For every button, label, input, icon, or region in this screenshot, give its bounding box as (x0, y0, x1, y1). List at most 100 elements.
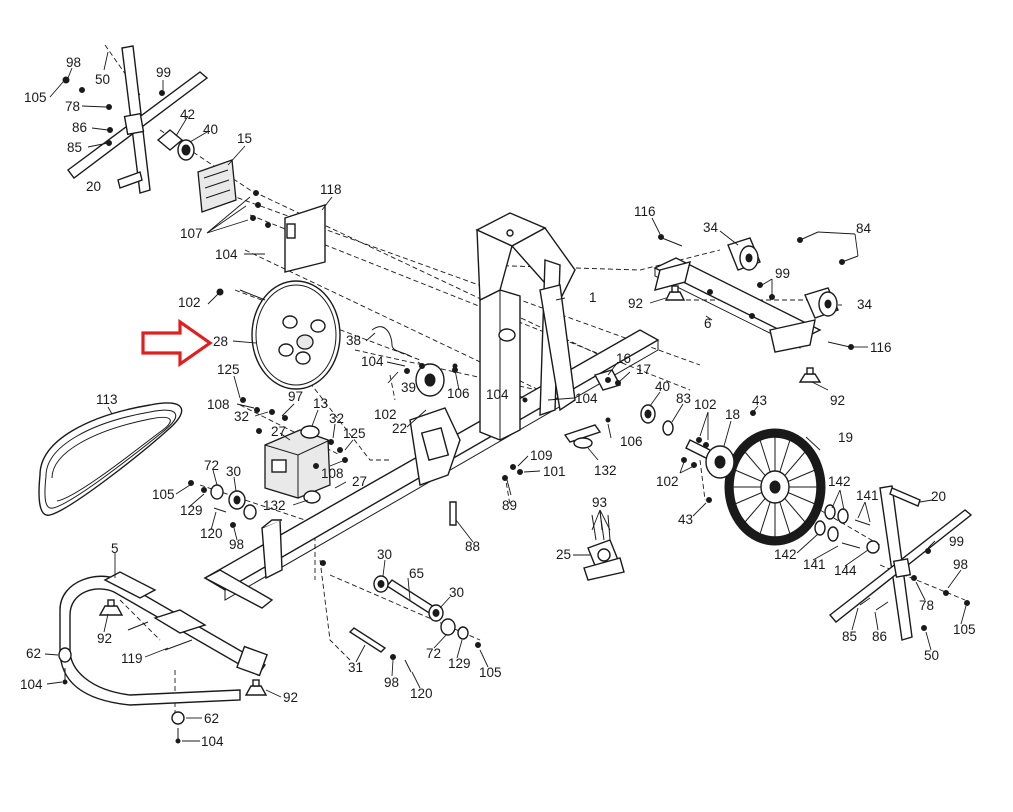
callout-105: 105 (152, 487, 175, 502)
leveling-feet (98, 285, 822, 696)
callout-72: 72 (204, 458, 219, 473)
callout-113: 113 (96, 392, 118, 407)
callout-84: 84 (856, 221, 872, 236)
rear-stabilizer (59, 571, 268, 706)
callout-83: 83 (676, 391, 691, 406)
callout-34: 34 (703, 220, 719, 235)
right-upright-arm-assembly (828, 485, 973, 641)
callout-102: 102 (374, 407, 397, 422)
callout-32: 32 (329, 411, 344, 426)
callout-16: 16 (616, 351, 631, 366)
callout-104: 104 (201, 734, 224, 749)
callout-97: 97 (288, 389, 303, 404)
console-bracket (197, 159, 271, 228)
sensor-bracket (593, 369, 622, 391)
right-arm-bearings (814, 504, 880, 554)
front-hardware (449, 363, 611, 526)
callout-132: 132 (263, 498, 286, 513)
callout-62: 62 (26, 646, 41, 661)
callout-107: 107 (180, 226, 203, 241)
callout-40: 40 (655, 379, 670, 394)
callout-85: 85 (67, 140, 82, 155)
callout-78: 78 (919, 598, 934, 613)
callout-89: 89 (502, 498, 517, 513)
callout-6: 6 (704, 316, 712, 331)
callout-104: 104 (20, 677, 43, 692)
callout-86: 86 (72, 120, 87, 135)
callout-101: 101 (543, 464, 566, 479)
callout-144: 144 (834, 563, 857, 578)
callout-15: 15 (237, 131, 252, 146)
front-stabilizer-end-caps (727, 237, 839, 319)
callout-104: 104 (361, 354, 384, 369)
transport-wheels (58, 647, 185, 744)
resistance-motor (256, 425, 334, 499)
callout-78: 78 (65, 99, 80, 114)
callout-125: 125 (343, 426, 366, 441)
callout-13: 13 (313, 396, 328, 411)
callout-39: 39 (401, 380, 416, 395)
front-stabilizer (653, 257, 822, 353)
long-bolts (658, 231, 859, 350)
drive-pulley (216, 280, 341, 390)
callout-28: 28 (213, 334, 228, 349)
callout-105: 105 (479, 665, 502, 680)
callout-102: 102 (178, 295, 201, 310)
callout-65: 65 (409, 566, 424, 581)
callout-43: 43 (678, 512, 693, 527)
callout-99: 99 (156, 65, 171, 80)
callout-1: 1 (589, 290, 597, 305)
callout-141: 141 (856, 488, 879, 503)
callout-102: 102 (694, 397, 717, 412)
callout-25: 25 (556, 547, 571, 562)
callout-32: 32 (234, 409, 249, 424)
callout-129: 129 (180, 503, 203, 518)
callout-116: 116 (870, 340, 892, 355)
left-upright-arm-assembly (62, 45, 209, 194)
callout-106: 106 (447, 386, 470, 401)
callout-30: 30 (377, 547, 392, 562)
bushing-and-bearing (156, 129, 195, 161)
callout-labels: 98 50 99 105 78 42 40 86 85 15 20 118 10… (20, 55, 976, 749)
callout-104: 104 (486, 387, 509, 402)
callout-27: 27 (271, 424, 286, 439)
callout-40: 40 (203, 122, 218, 137)
callout-50: 50 (924, 648, 939, 663)
callout-50: 50 (95, 72, 110, 87)
callout-92: 92 (628, 296, 643, 311)
callout-116: 116 (634, 204, 656, 219)
leader-lines (44, 51, 967, 742)
callout-132: 132 (594, 463, 617, 478)
callout-118: 118 (320, 182, 342, 197)
sensor-wire (371, 326, 413, 358)
callout-30: 30 (226, 464, 241, 479)
callout-108: 108 (207, 397, 230, 412)
crank-axle (373, 575, 481, 648)
callout-104: 104 (215, 247, 238, 262)
callout-38: 38 (346, 333, 361, 348)
callout-108: 108 (321, 466, 344, 481)
callout-93: 93 (592, 495, 607, 510)
callout-43: 43 (752, 393, 767, 408)
callout-92: 92 (97, 631, 112, 646)
callout-20: 20 (931, 489, 946, 504)
callout-142: 142 (828, 474, 851, 489)
callout-20: 20 (86, 179, 101, 194)
callout-98: 98 (229, 537, 244, 552)
fan-axle (640, 404, 756, 503)
highlight-arrow (141, 318, 213, 368)
callout-106: 106 (620, 434, 643, 449)
callout-85: 85 (842, 629, 857, 644)
callout-22: 22 (392, 421, 407, 436)
callout-105: 105 (953, 622, 976, 637)
callout-120: 120 (200, 526, 223, 541)
flywheel-fan (724, 428, 826, 546)
callout-99: 99 (775, 266, 790, 281)
callout-98: 98 (953, 557, 968, 572)
callout-42: 42 (180, 107, 195, 122)
idler-tensioner (404, 363, 461, 486)
callout-18: 18 (725, 407, 740, 422)
callout-125: 125 (217, 362, 240, 377)
assembly-guide-lines (104, 44, 966, 715)
